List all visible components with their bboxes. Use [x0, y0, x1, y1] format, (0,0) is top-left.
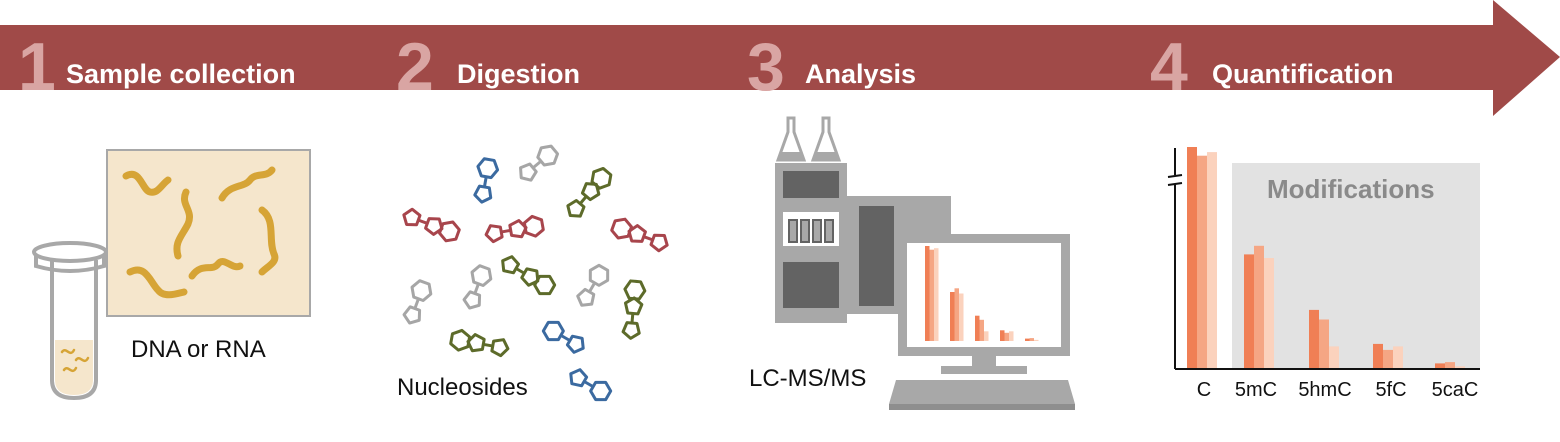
mini-bar-5hmC-2: [979, 319, 984, 341]
nucleoside-9-icon: [501, 255, 557, 296]
bar-5mC-1: [1244, 254, 1254, 369]
nucleosides-cluster: [402, 144, 669, 402]
mini-bar-5mC-1: [950, 292, 955, 341]
bar-5caC-1: [1435, 363, 1445, 369]
bar-5hmC-2: [1319, 319, 1329, 369]
mini-bar-C-2: [929, 249, 934, 341]
digestion-label: Nucleosides: [397, 374, 528, 401]
nucleoside-4-icon: [402, 207, 461, 243]
bar-5fC-1: [1373, 343, 1383, 369]
step-1-number: 1: [18, 29, 56, 105]
mini-bar-5hmC-3: [984, 331, 989, 341]
mini-bar-5fC-3: [1009, 331, 1014, 341]
step-3-number: 3: [747, 29, 785, 105]
mini-bar-C-3: [934, 248, 939, 341]
nucleoside-6-icon: [610, 217, 669, 253]
step-1-title: Sample collection: [66, 59, 296, 89]
bar-C-1: [1187, 147, 1197, 369]
nucleoside-14-icon: [569, 368, 613, 402]
analysis-label: LC-MS/MS: [749, 365, 866, 392]
mini-bar-C-1: [925, 246, 930, 341]
bar-5caC-2: [1445, 362, 1455, 369]
nucleic-acid-strands-icon: [122, 166, 279, 299]
monitor-mini-chart: [925, 246, 1039, 341]
quantification-bars: [1187, 147, 1465, 369]
bar-5fC-2: [1383, 349, 1393, 369]
x-tick-5fC: 5fC: [1375, 379, 1406, 401]
nucleoside-2-icon: [519, 144, 560, 182]
mini-bar-5caC-2: [1029, 338, 1034, 341]
bar-5hmC-3: [1329, 346, 1339, 369]
nucleoside-7-icon: [462, 264, 493, 310]
mini-bar-5fC-1: [1000, 330, 1005, 341]
workflow-arrow: [0, 0, 1560, 116]
mini-bar-5caC-3: [1034, 339, 1039, 341]
sample-panel: [106, 149, 311, 317]
nucleoside-5-icon: [484, 214, 545, 244]
x-tick-5hmC: 5hmC: [1298, 379, 1351, 401]
mini-bar-5mC-2: [954, 288, 959, 341]
step-2-number: 2: [396, 29, 434, 105]
nucleoside-13-icon: [541, 320, 585, 354]
quantification-x-ticks: C 5mC 5hmC 5fC 5caC: [1197, 379, 1479, 401]
x-tick-5mC: 5mC: [1235, 379, 1277, 401]
bar-5hmC-1: [1309, 309, 1319, 369]
mini-bar-5caC-1: [1025, 338, 1030, 341]
bar-C-2: [1197, 155, 1207, 369]
nucleoside-12-icon: [449, 328, 510, 358]
nucleoside-3-icon: [566, 166, 613, 218]
bar-5mC-2: [1254, 245, 1264, 369]
nucleoside-10-icon: [576, 263, 610, 307]
nucleoside-1-icon: [473, 157, 500, 204]
nucleoside-8-icon: [402, 279, 433, 325]
mini-bar-5mC-3: [959, 293, 964, 341]
sample-tube-icon: [32, 241, 108, 401]
x-tick-5caC: 5caC: [1432, 379, 1479, 401]
step-3-title: Analysis: [805, 59, 916, 89]
nucleoside-11-icon: [621, 279, 647, 340]
step-2-title: Digestion: [457, 59, 580, 89]
step-4-title: Quantification: [1212, 59, 1394, 89]
bar-5caC-3: [1455, 366, 1465, 369]
bar-5mC-3: [1264, 258, 1274, 369]
mini-bar-5hmC-1: [975, 315, 980, 341]
bar-C-3: [1207, 152, 1217, 369]
mini-bar-5fC-2: [1004, 332, 1009, 341]
sample-label: DNA or RNA: [131, 336, 266, 363]
x-tick-C: C: [1197, 379, 1211, 401]
step-4-number: 4: [1150, 29, 1188, 105]
bar-5fC-3: [1393, 346, 1403, 369]
modifications-label: Modifications: [1267, 174, 1435, 204]
axis-break-icon: [1167, 174, 1183, 186]
